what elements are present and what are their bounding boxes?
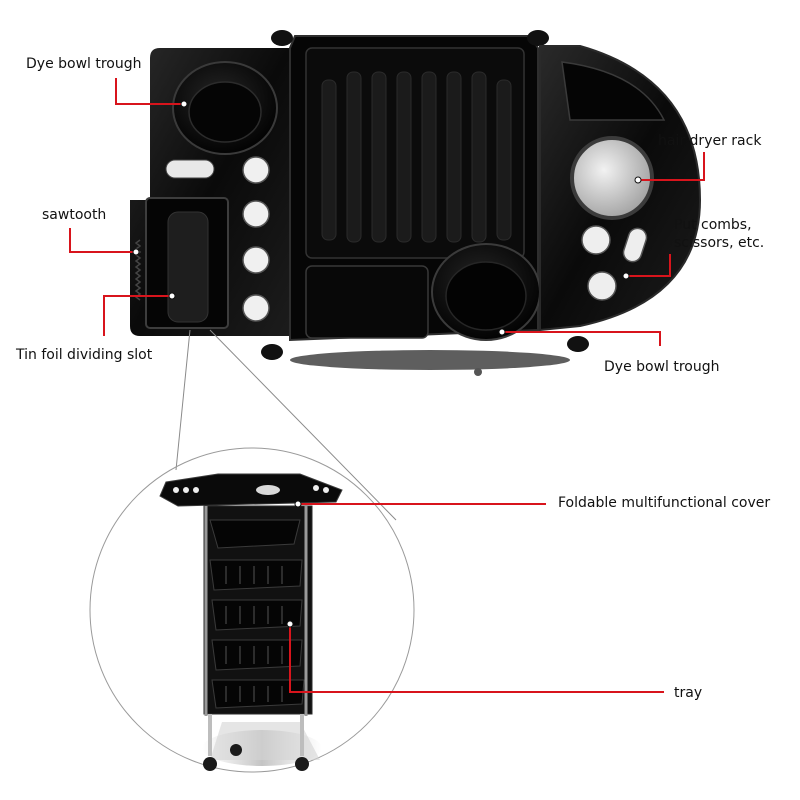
small-slot: [165, 159, 215, 179]
label-hair-dryer-rack: hair dryer rack: [658, 133, 762, 149]
callout-lines-bottom: [289, 503, 664, 693]
callout-dots-top: [132, 100, 642, 336]
callout-dots-bottom: [286, 500, 302, 628]
trolley-full-view: [159, 473, 343, 771]
tray-ribs: [321, 71, 512, 243]
label-dye-bowl-trough-bottom: Dye bowl trough: [604, 359, 720, 375]
label-tray: tray: [674, 685, 703, 701]
label-put-combs-scissors: Put combs, scissors, etc.: [674, 217, 765, 251]
label-foldable-multifunctional-cover: Foldable multifunctional cover: [558, 495, 771, 511]
cover-top-view: [130, 30, 702, 376]
zoom-connector: [89, 329, 415, 773]
callout-lines-top: [69, 78, 705, 346]
zoom-circle: [89, 447, 415, 773]
label-dye-bowl-trough-top: Dye bowl trough: [26, 56, 142, 72]
label-tin-foil-dividing-slot: Tin foil dividing slot: [16, 347, 153, 363]
hair-dryer-ring: [570, 136, 654, 220]
label-sawtooth: sawtooth: [42, 207, 107, 223]
